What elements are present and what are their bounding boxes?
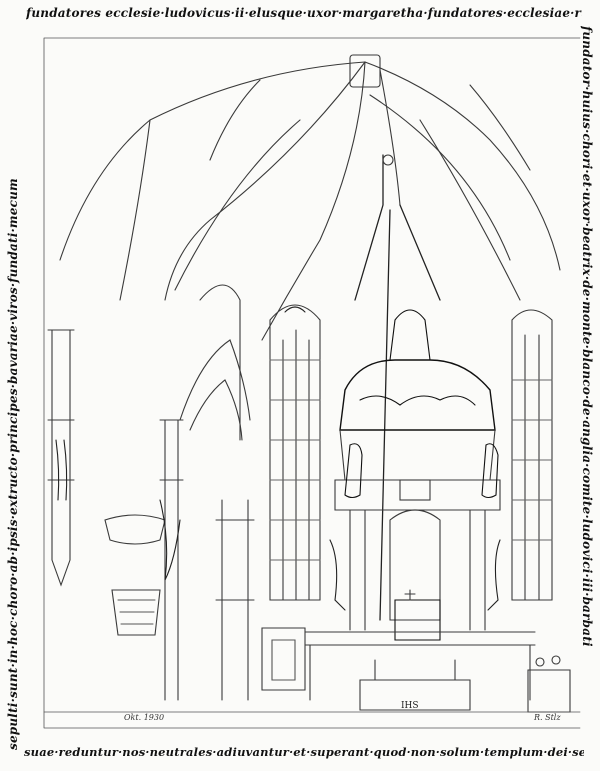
lamp-cord bbox=[354, 154, 441, 621]
inscription-right: fundator·huius·chori·et·uxor·beatrix·de·… bbox=[580, 26, 594, 647]
left-window bbox=[269, 304, 321, 601]
picture-frame bbox=[43, 37, 581, 729]
statue-left bbox=[344, 443, 363, 499]
church-choir-sketch: IHS bbox=[43, 37, 581, 729]
statue-right bbox=[481, 443, 499, 499]
vault-keystone bbox=[349, 54, 381, 88]
vault-ribs bbox=[59, 61, 561, 341]
altar-plaque: IHS bbox=[401, 701, 419, 711]
pulpit bbox=[104, 514, 166, 636]
right-window bbox=[511, 309, 553, 601]
inscription-top: fundatores ecclesie·ludovicus·ii·elusque… bbox=[26, 6, 582, 20]
inscription-left: sepulti·sunt·in·hoc·choro·ab·ipsis·extru… bbox=[6, 178, 20, 750]
inscription-bottom: suae·reduntur·nos·neutrales·adiuvantur·e… bbox=[24, 745, 584, 759]
right-side-figures bbox=[527, 655, 571, 713]
nave-arches bbox=[159, 284, 255, 701]
artist-signature: R. Stlz bbox=[534, 713, 561, 722]
left-pier bbox=[47, 329, 75, 587]
date-stamp: Okt. 1930 bbox=[124, 713, 165, 722]
high-altar bbox=[304, 309, 536, 711]
lamp-ring bbox=[382, 154, 394, 166]
side-altar bbox=[261, 627, 306, 691]
